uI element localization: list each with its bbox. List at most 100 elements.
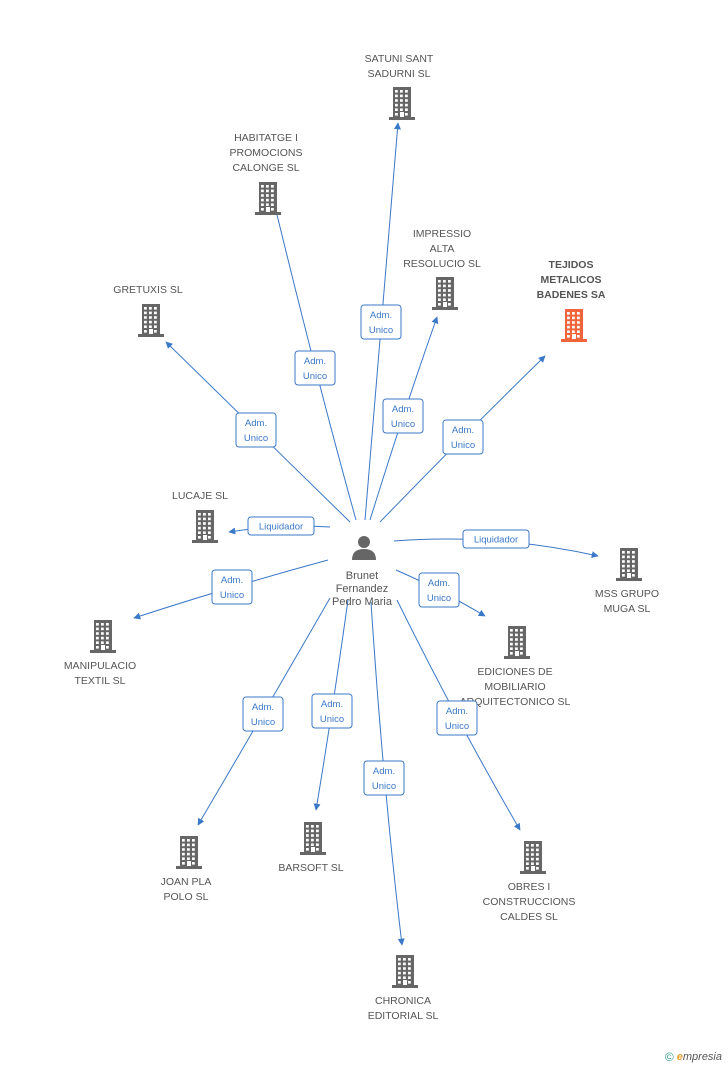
building-icon[interactable]	[389, 87, 415, 120]
relation-label-satuni[interactable]: Adm.Unico	[360, 304, 402, 340]
company-node-habitatge[interactable]: HABITATGE I PROMOCIONS CALONGE SL	[230, 132, 303, 215]
relation-label-box	[211, 569, 253, 605]
company-name: EDITORIAL SL	[368, 1010, 439, 1022]
relation-label-text: Liquidador	[474, 535, 518, 546]
relation-label-lucaje[interactable]: Liquidador	[247, 516, 315, 536]
company-name: MSS GRUPO	[595, 588, 659, 600]
company-name: TEXTIL SL	[75, 675, 126, 687]
building-icon[interactable]	[192, 510, 218, 543]
relation-label-text: Unico	[244, 433, 268, 444]
relation-label-tejidos[interactable]: Adm. Unico	[442, 419, 484, 455]
company-name: BARSOFT SL	[278, 862, 343, 874]
relation-label-box	[382, 398, 424, 434]
relation-label-box	[436, 700, 478, 736]
building-icon[interactable]	[432, 277, 458, 310]
relation-label-box	[294, 350, 336, 386]
relation-label-gretuxis[interactable]: Adm.Unico	[235, 412, 277, 448]
person-name: Fernandez	[336, 583, 389, 595]
building-icon[interactable]	[520, 841, 546, 874]
relation-label-text: Unico	[391, 419, 415, 430]
company-node-mss[interactable]: MSS GRUPO MUGA SL	[595, 548, 659, 615]
building-icon[interactable]	[90, 620, 116, 653]
relation-label-habitatge[interactable]: Adm.Unico	[294, 350, 336, 386]
building-icon[interactable]	[300, 822, 326, 855]
company-name: CONSTRUCCIONS	[483, 896, 576, 908]
relation-label-text: Unico	[220, 590, 244, 601]
relation-label-text: Unico	[451, 440, 475, 451]
company-name: GRETUXIS SL	[113, 284, 183, 296]
relation-label-box	[247, 516, 315, 536]
company-name: IMPRESSIO	[413, 228, 471, 240]
company-node-manipulacio[interactable]: MANIPULACIO TEXTIL SL	[64, 620, 136, 687]
company-name: MANIPULACIO	[64, 660, 136, 672]
building-icon[interactable]	[561, 309, 587, 342]
relation-label-text: Unico	[445, 721, 469, 732]
company-node-barsoft[interactable]: BARSOFT SL	[278, 822, 344, 874]
relation-label-chronica[interactable]: Adm.Unico	[363, 760, 405, 796]
company-name: LUCAJE SL	[172, 490, 228, 502]
relation-label-ediciones[interactable]: Adm.Unico	[418, 572, 460, 608]
relation-label-box	[442, 419, 484, 455]
company-name: METALICOS	[540, 274, 601, 286]
company-name: JOAN PLA	[161, 876, 212, 888]
relation-label-box	[242, 696, 284, 732]
relation-label-text: Unico	[251, 717, 275, 728]
company-name: CALONGE SL	[232, 162, 299, 174]
relation-label-text: Adm.	[452, 425, 474, 436]
relation-label-barsoft[interactable]: Adm.Unico	[311, 693, 353, 729]
relation-label-text: Adm.	[304, 356, 326, 367]
relation-label-manipulacio[interactable]: Adm. Unico	[211, 569, 253, 605]
building-icon[interactable]	[176, 836, 202, 869]
building-icon[interactable]	[255, 182, 281, 215]
company-name: MUGA SL	[604, 603, 651, 615]
company-name: OBRES I	[508, 881, 551, 893]
building-icon[interactable]	[504, 626, 530, 659]
relation-label-text: Adm.	[221, 575, 243, 586]
person-name: Pedro Maria	[332, 596, 393, 608]
footer: © empresia	[665, 1050, 722, 1064]
relation-label-box	[418, 572, 460, 608]
relation-label-impressio[interactable]: Adm. Unico	[382, 398, 424, 434]
brand-name: mpresia	[682, 1051, 722, 1063]
company-name: SADURNI SL	[367, 68, 430, 80]
company-name: TEJIDOS	[549, 259, 594, 271]
company-name: HABITATGE I	[234, 132, 298, 144]
relation-label-obres[interactable]: Adm. Unico	[436, 700, 478, 736]
company-name: ARQUITECTONICO SL	[460, 696, 571, 708]
company-node-gretuxis[interactable]: GRETUXIS SL	[113, 284, 183, 337]
relation-label-text: Unico	[369, 325, 393, 336]
relation-label-box	[360, 304, 402, 340]
company-name: CHRONICA	[375, 995, 431, 1007]
copyright-symbol: ©	[664, 1050, 674, 1064]
company-name: POLO SL	[164, 891, 209, 903]
relation-label-text: Adm.	[252, 702, 274, 713]
company-name: PROMOCIONS	[230, 147, 303, 159]
company-node-obres[interactable]: OBRES I CONSTRUCCIONS CALDES SL	[483, 841, 576, 923]
company-node-lucaje[interactable]: LUCAJE SL	[172, 490, 228, 543]
building-icon[interactable]	[138, 304, 164, 337]
company-node-chronica[interactable]: CHRONICA EDITORIAL SL	[368, 955, 439, 1022]
company-name: EDICIONES DE	[477, 666, 552, 678]
relation-label-box	[363, 760, 405, 796]
relation-label-text: Adm.	[428, 578, 450, 589]
relation-label-mss[interactable]: Liquidador	[462, 529, 530, 549]
relation-label-box	[462, 529, 530, 549]
relation-label-text: Liquidador	[259, 522, 303, 533]
person-icon[interactable]	[352, 536, 376, 560]
relation-label-text: Adm.	[392, 404, 414, 415]
company-node-joanpla[interactable]: JOAN PLA POLO SL	[161, 836, 212, 903]
relation-label-text: Adm.	[446, 706, 468, 717]
relation-label-joanpla[interactable]: Adm. Unico	[242, 696, 284, 732]
relation-label-box	[235, 412, 277, 448]
company-name: CALDES SL	[500, 911, 558, 923]
brand-logo[interactable]: empresia	[677, 1051, 722, 1063]
building-icon[interactable]	[392, 955, 418, 988]
relation-label-text: Unico	[372, 781, 396, 792]
building-icon[interactable]	[616, 548, 642, 581]
